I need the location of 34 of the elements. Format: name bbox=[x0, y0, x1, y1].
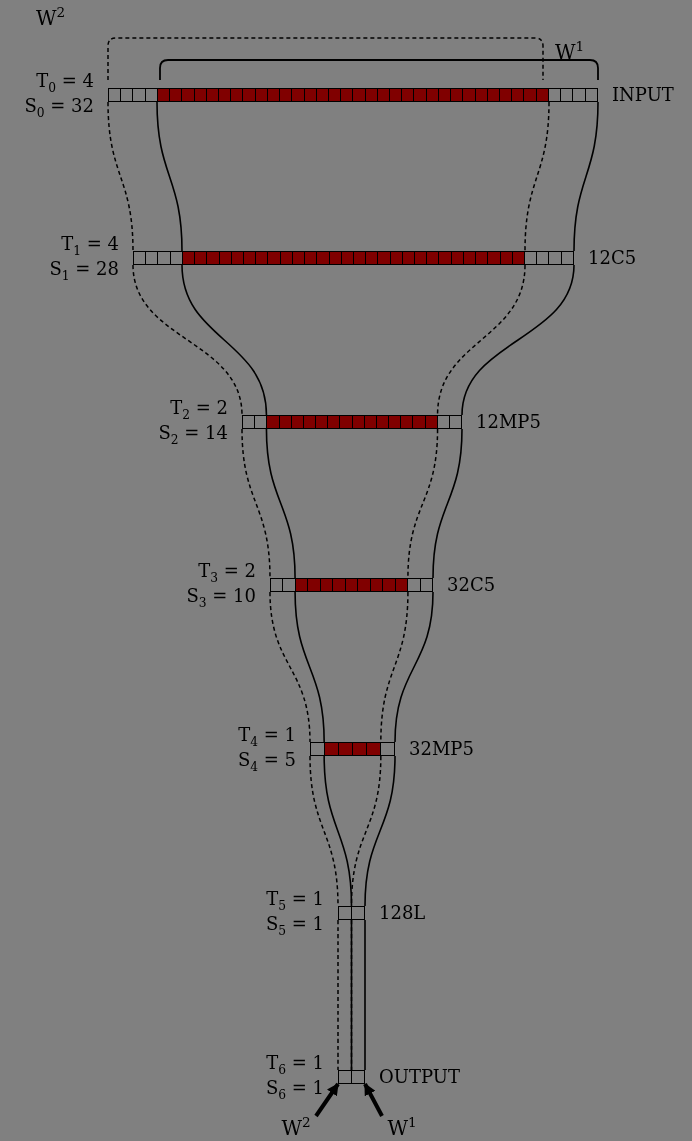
layer-parameter: S$_{4}$ = 5 bbox=[237, 749, 296, 771]
layer-strip bbox=[310, 742, 395, 756]
layer-strip bbox=[242, 415, 462, 429]
layer-parameter: S$_{2}$ = 14 bbox=[158, 422, 228, 444]
layer-strip bbox=[338, 906, 365, 920]
bracket-label: W$^{1}$ bbox=[555, 40, 585, 64]
layer-parameter: T$_{4}$ = 1 bbox=[238, 724, 296, 746]
layer-name: 12MP5 bbox=[476, 411, 541, 433]
layer-parameter: T$_{5}$ = 1 bbox=[266, 888, 324, 910]
weight-label: W$^{1}$ bbox=[382, 1116, 422, 1141]
layer-name: INPUT bbox=[612, 84, 674, 106]
arrow bbox=[314, 1082, 340, 1118]
layer-name: 128L bbox=[379, 902, 426, 924]
layer-parameter: S$_{0}$ = 32 bbox=[24, 95, 94, 117]
bracket-label: W$^{2}$ bbox=[36, 6, 66, 30]
layer-parameter: T$_{0}$ = 4 bbox=[36, 70, 94, 92]
layer-parameter: T$_{1}$ = 4 bbox=[61, 233, 119, 255]
layer-name: OUTPUT bbox=[379, 1066, 460, 1088]
layer-name: 12C5 bbox=[588, 247, 637, 269]
layer-parameter: S$_{3}$ = 10 bbox=[186, 585, 256, 607]
layer-name: 32MP5 bbox=[409, 738, 474, 760]
layer-strip bbox=[108, 88, 598, 102]
layer-parameter: T$_{6}$ = 1 bbox=[266, 1052, 324, 1074]
arrow bbox=[363, 1082, 384, 1117]
layer-strip bbox=[270, 578, 433, 592]
layer-parameter: S$_{6}$ = 1 bbox=[265, 1077, 324, 1099]
layer-parameter: S$_{5}$ = 1 bbox=[265, 913, 324, 935]
weight-label: W$^{2}$ bbox=[276, 1116, 316, 1141]
layer-strip bbox=[133, 251, 574, 265]
layer-strip bbox=[338, 1070, 365, 1084]
layer-parameter: T$_{3}$ = 2 bbox=[198, 560, 256, 582]
layer-parameter: S$_{1}$ = 28 bbox=[49, 258, 119, 280]
layer-parameter: T$_{2}$ = 2 bbox=[170, 397, 228, 419]
layer-name: 32C5 bbox=[447, 574, 496, 596]
